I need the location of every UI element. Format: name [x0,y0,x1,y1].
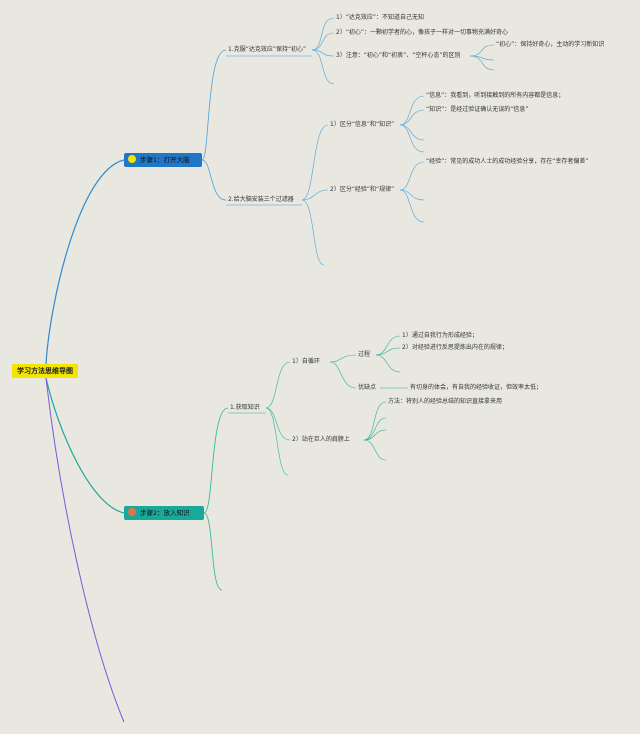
tool-icon [128,508,136,516]
step1-node[interactable]: 步骤1：打开大脑 [124,153,202,167]
step2-label: 步骤2：放入知识 [140,509,190,517]
node-n2-2a[interactable]: “经验”：常见的成功人士的成功经验分享，存在“幸存者偏差” [426,158,589,165]
node-n2-1[interactable]: 1）区分“信息”和“知识” [330,121,395,128]
node-k1-1a2[interactable]: 2）对经验进行反思提炼出内在的规律； [402,344,508,351]
node-n1-2[interactable]: 2）“初心”：一颗初学者的心，像孩子一样对一切事物充满好奇心 [336,29,509,36]
node-k1-2[interactable]: 2）站在巨人的肩膀上 [292,436,350,443]
node-n2-2[interactable]: 2）区分“经验”和“规律” [330,186,395,193]
node-k1-1[interactable]: 1）自循环 [292,358,320,365]
node-k1-1a[interactable]: 过程 [358,351,371,358]
node-n2[interactable]: 2.给大脑安装三个过滤器 [228,196,294,203]
node-n1-3a[interactable]: “初心”：保持好奇心，主动的学习新知识 [496,41,605,48]
node-n2-1b[interactable]: “知识”：是经过验证确认无误的“信息” [426,106,529,113]
root-node[interactable]: 学习方法思维导图 [12,364,78,378]
node-k1[interactable]: 1.获取知识 [230,404,260,411]
node-n1[interactable]: 1.克服“达克效应”保持“初心” [228,46,307,53]
node-k1-1b1[interactable]: 有切身的体会，有自我的经验收证，但效率太低； [410,384,543,391]
node-n1-3[interactable]: 3）注意：“初心”和“初衷”、“空杯心态”的区别 [336,52,461,59]
bulb-icon [128,155,136,163]
node-n2-1a[interactable]: “信息”：我看到，听到接触到的所有内容都是信息； [426,92,565,99]
node-n1-1[interactable]: 1）“达克效应”：不知道自己无知 [336,14,425,21]
node-k1-1b[interactable]: 优缺点 [358,384,377,391]
step1-label: 步骤1：打开大脑 [140,156,190,164]
node-k1-1a1[interactable]: 1）通过自我行为形成经验； [402,332,478,339]
node-k1-2a[interactable]: 方法：将别人的经验总结的知识直接拿来用 [388,398,503,405]
step2-node[interactable]: 步骤2：放入知识 [124,506,204,520]
